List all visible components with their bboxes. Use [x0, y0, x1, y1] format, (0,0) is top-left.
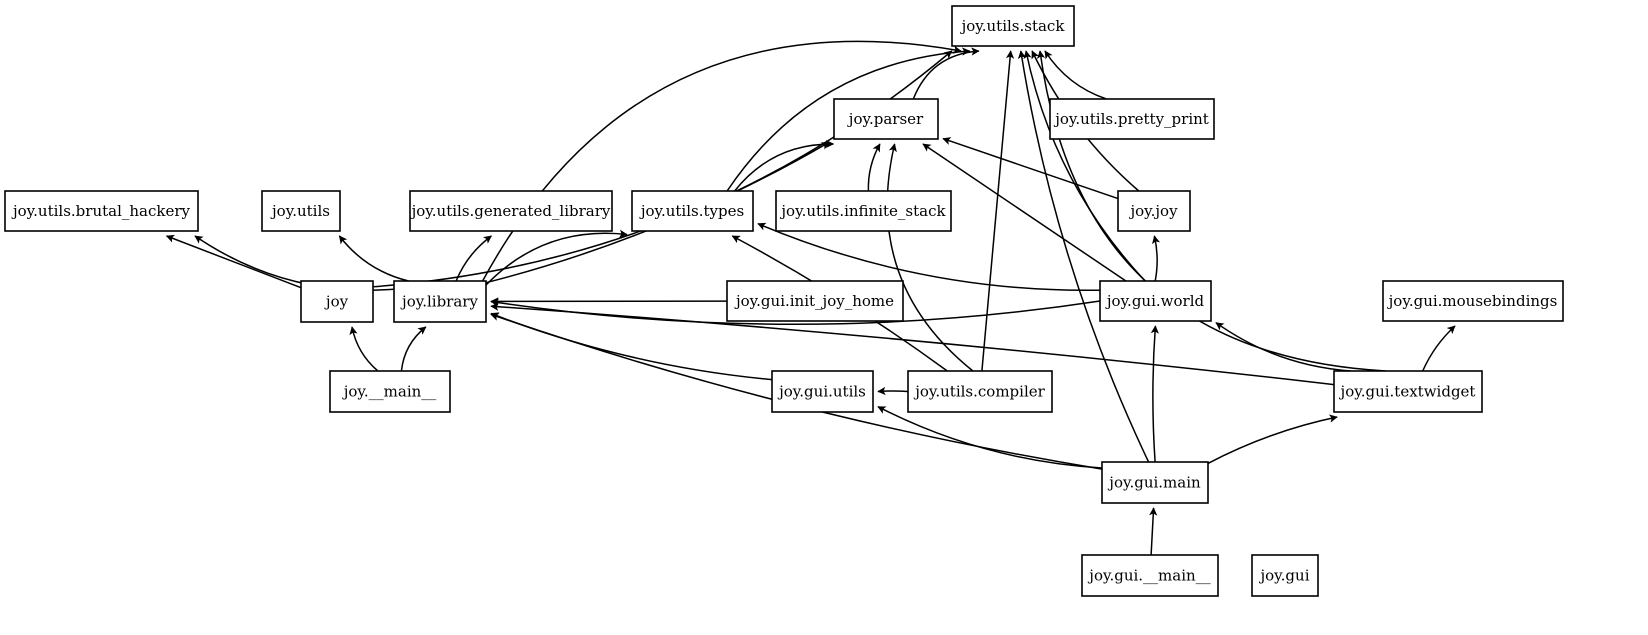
graph-edge	[400, 326, 427, 372]
node-label: joy.utils.compiler	[913, 383, 1045, 401]
graph-edge	[1044, 50, 1107, 100]
node-label: joy.utils.infinite_stack	[779, 202, 946, 220]
graph-edge	[372, 50, 953, 288]
node-label: joy.gui.__main__	[1087, 567, 1211, 585]
graph-node[interactable]: joy.utils.stack	[951, 5, 1075, 47]
node-box[interactable]	[1251, 554, 1319, 597]
graph-node[interactable]: joy.gui.__main__	[1081, 554, 1219, 597]
graph-edge	[867, 143, 881, 192]
node-box[interactable]	[1101, 461, 1209, 504]
node-layer: joy.utils.stack joy.parser joy.utils.prett…	[4, 5, 1564, 597]
graph-edge	[877, 386, 909, 396]
graph-node[interactable]: joy.utils.pretty_print	[1049, 98, 1215, 140]
graph-node[interactable]: joy.gui	[1251, 554, 1319, 597]
graph-edge	[1017, 50, 1150, 463]
graph-edge	[1149, 507, 1158, 556]
node-label: joy.utils.generated_library	[410, 202, 611, 220]
node-label: joy.gui.mousebindings	[1387, 292, 1558, 310]
graph-node[interactable]: joy.gui.mousebindings	[1382, 280, 1564, 322]
graph-node[interactable]: joy.gui.textwidget	[1333, 370, 1483, 413]
node-box[interactable]	[1333, 370, 1483, 413]
node-box[interactable]	[409, 190, 613, 232]
graph-edge	[1207, 414, 1338, 465]
graph-edge	[338, 235, 409, 282]
node-box[interactable]	[393, 280, 487, 323]
graph-node[interactable]: joy.utils.brutal_hackery	[4, 190, 199, 232]
node-box[interactable]	[1382, 280, 1564, 322]
node-label: joy.__main__	[342, 383, 437, 401]
graph-node[interactable]: joy.library	[393, 280, 487, 323]
node-box[interactable]	[833, 98, 939, 140]
node-label: joy.gui.world	[1105, 292, 1205, 310]
graph-node[interactable]: joy.utils.types	[631, 190, 754, 232]
graph-edge	[734, 139, 835, 192]
graph-node[interactable]: joy.utils.compiler	[907, 370, 1053, 413]
graph-node[interactable]: joy.__main__	[329, 370, 451, 413]
graph-node[interactable]: joy.parser	[833, 98, 939, 140]
graph-edge	[490, 302, 1335, 386]
graph-node[interactable]: joy.utils	[261, 190, 341, 232]
node-box[interactable]	[726, 280, 904, 322]
graph-node[interactable]: joy.joy	[1117, 190, 1191, 232]
graph-edge	[1023, 50, 1146, 282]
graph-edge	[1422, 325, 1456, 372]
node-label: joy.gui.utils	[777, 383, 866, 401]
node-label: joy.utils.brutal_hackery	[11, 202, 191, 220]
graph-edge	[981, 50, 1015, 372]
graph-edge	[922, 143, 1127, 282]
graph-edge	[1215, 322, 1351, 372]
node-box[interactable]	[951, 5, 1075, 47]
node-label: joy.gui	[1259, 567, 1310, 585]
graph-node[interactable]: joy.gui.init_joy_home	[726, 280, 904, 322]
graph-edge	[485, 229, 628, 286]
node-box[interactable]	[4, 190, 199, 232]
node-box[interactable]	[907, 370, 1053, 413]
graph-node[interactable]: joy.gui.utils	[771, 370, 874, 413]
graph-edge	[481, 40, 962, 282]
node-label: joy.joy	[1128, 202, 1178, 220]
node-label: joy.utils.types	[639, 202, 744, 220]
node-box[interactable]	[1081, 554, 1219, 597]
node-label: joy.library	[400, 293, 478, 311]
node-label: joy.utils.stack	[960, 17, 1066, 35]
node-box[interactable]	[1049, 98, 1215, 140]
graph-edge	[757, 222, 1101, 292]
graph-edge	[877, 406, 1103, 469]
graph-edge	[349, 326, 379, 372]
node-label: joy.utils	[270, 202, 330, 220]
node-label: joy.gui.init_joy_home	[734, 292, 894, 310]
node-box[interactable]	[261, 190, 341, 232]
node-label: joy.utils.pretty_print	[1053, 110, 1209, 128]
graph-edge	[490, 312, 773, 381]
node-box[interactable]	[771, 370, 874, 413]
node-box[interactable]	[300, 280, 374, 323]
node-box[interactable]	[775, 190, 952, 232]
graph-node[interactable]: joy.gui.main	[1101, 461, 1209, 504]
node-box[interactable]	[631, 190, 754, 232]
node-label: joy.gui.main	[1107, 474, 1201, 492]
graph-node[interactable]: joy.utils.generated_library	[409, 190, 613, 232]
graph-node[interactable]: joy.gui.world	[1099, 280, 1212, 322]
graph-node[interactable]: joy	[300, 280, 374, 323]
graph-edge	[942, 137, 1119, 200]
graph-edge	[165, 234, 302, 289]
graph-edge	[726, 47, 971, 192]
graph-edge	[1152, 235, 1161, 282]
node-box[interactable]	[329, 370, 451, 413]
node-label: joy	[324, 293, 349, 311]
node-label: joy.parser	[847, 110, 924, 128]
graph-node[interactable]: joy.utils.infinite_stack	[775, 190, 952, 232]
graph-edge	[1150, 325, 1159, 463]
node-label: joy.gui.textwidget	[1339, 383, 1476, 401]
node-box[interactable]	[1117, 190, 1191, 232]
node-box[interactable]	[1099, 280, 1212, 322]
